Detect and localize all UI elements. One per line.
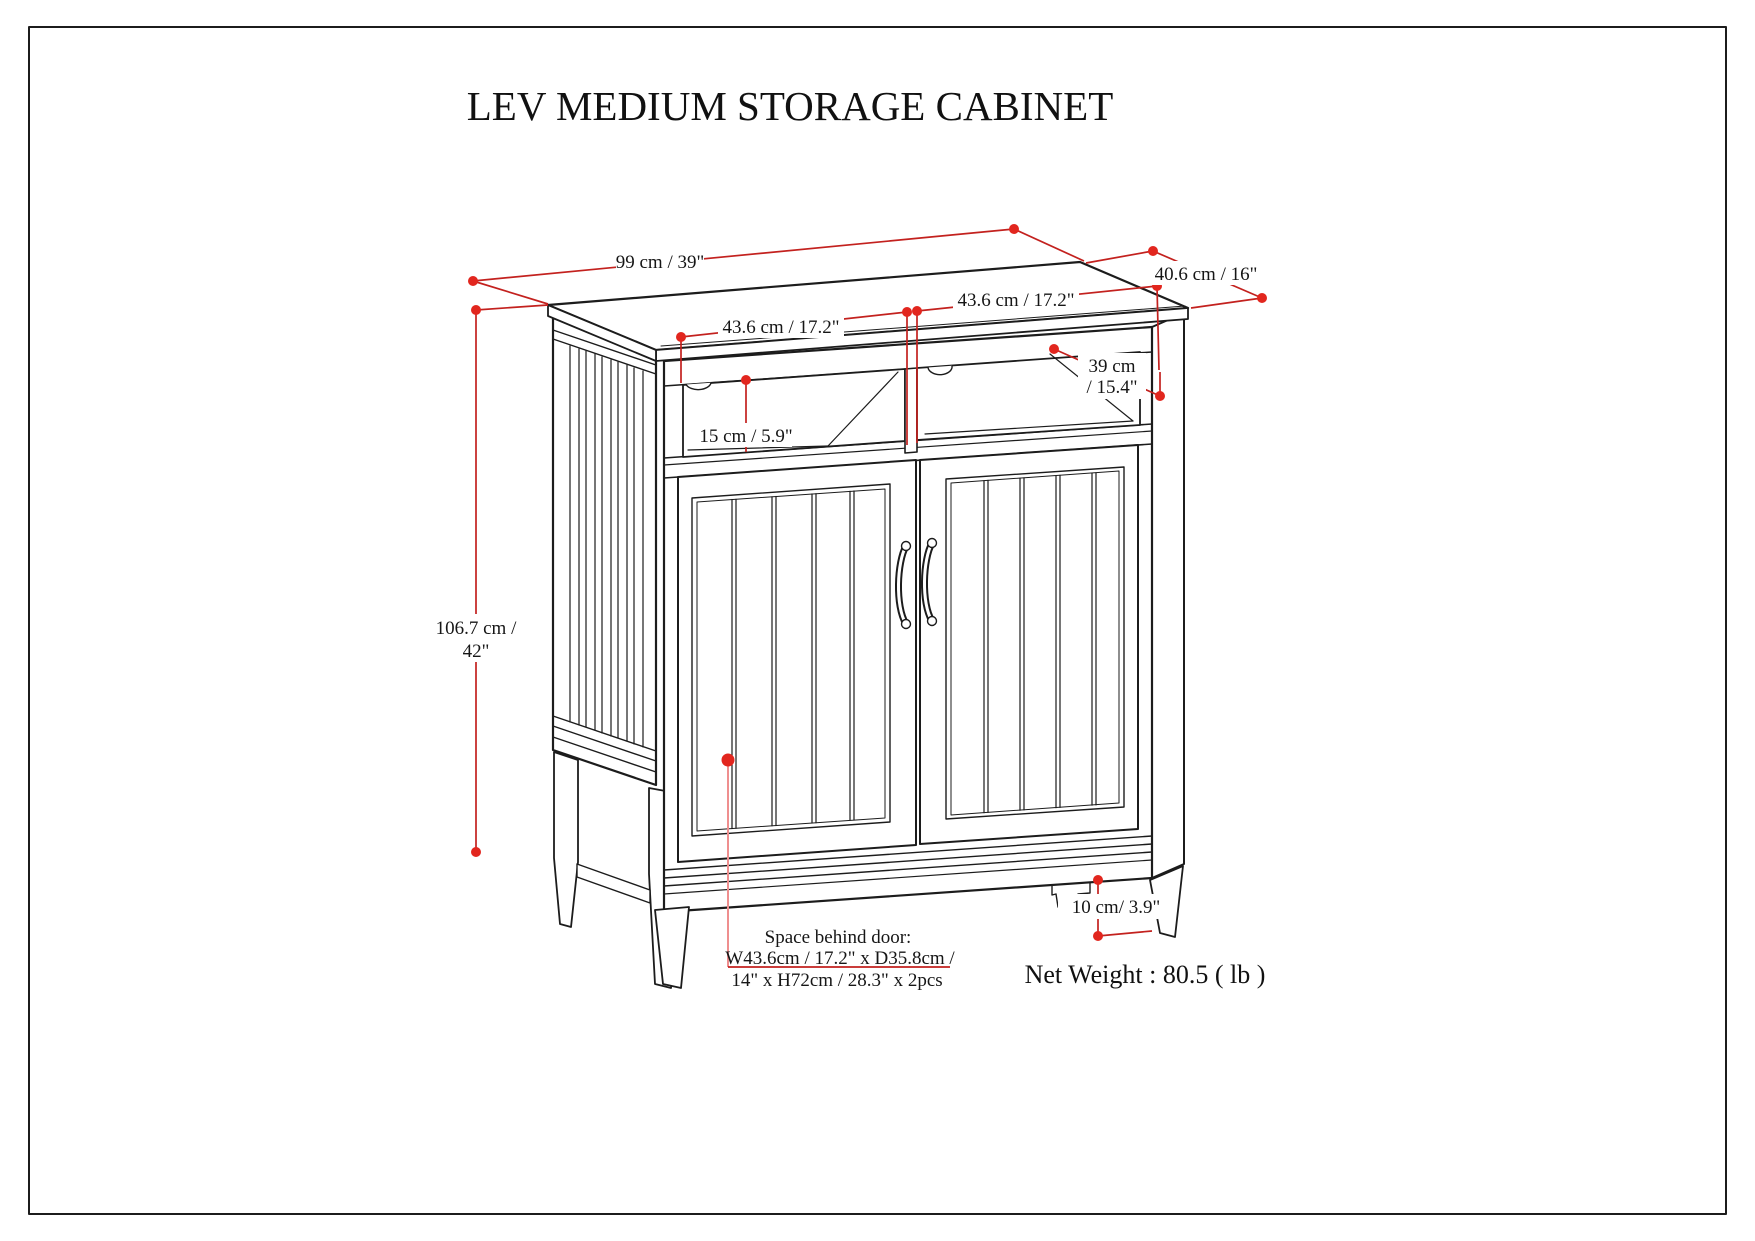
label-right-opening-width: 43.6 cm / 17.2" [958,290,1075,311]
labels: LEV MEDIUM STORAGE CABINET 99 cm / 39" 4… [430,83,1265,991]
note-space-behind-door-line2: W43.6cm / 17.2" x D35.8cm / [725,948,955,969]
label-opening-height: 15 cm / 5.9" [699,426,792,447]
right-door [919,444,1139,845]
right-finger-scoop [927,365,953,376]
label-leg-height: 10 cm/ 3.9" [1072,897,1161,918]
front-left-foot [654,906,690,989]
note-space-behind-door-line1: Space behind door: [765,927,912,948]
label-left-opening-width: 43.6 cm / 17.2" [723,317,840,338]
left-side-panel [551,316,658,787]
label-overall-height-line1: 106.7 cm / [436,618,517,639]
center-divider [904,367,918,454]
side-bottom-stretcher [576,863,651,904]
side-slats [569,345,644,748]
dim-overall-height [471,304,549,857]
left-finger-scoop [685,382,712,391]
left-door-planks [731,490,855,830]
leader-space-behind-door [721,753,950,968]
label-top-width: 99 cm / 39" [616,252,705,273]
door-handles [895,537,938,630]
label-opening-depth-line1: 39 cm [1089,356,1136,377]
cabinet-drawing [546,260,1190,989]
diagram-title: LEV MEDIUM STORAGE CABINET [467,83,1114,129]
note-net-weight: Net Weight : 80.5 ( lb ) [1025,960,1266,989]
left-door [677,459,917,863]
cabinet-top [546,260,1190,362]
label-opening-depth-line2: / 15.4" [1086,377,1137,398]
back-left-leg [553,751,579,928]
right-door-planks [983,472,1097,814]
dim-top-width [468,224,1085,305]
label-top-depth: 40.6 cm / 16" [1155,264,1258,285]
page-border [28,26,1727,1215]
note-space-behind-door-line3: 14" x H72cm / 28.3" x 2pcs [731,970,942,991]
label-overall-height-line2: 42" [463,641,490,662]
